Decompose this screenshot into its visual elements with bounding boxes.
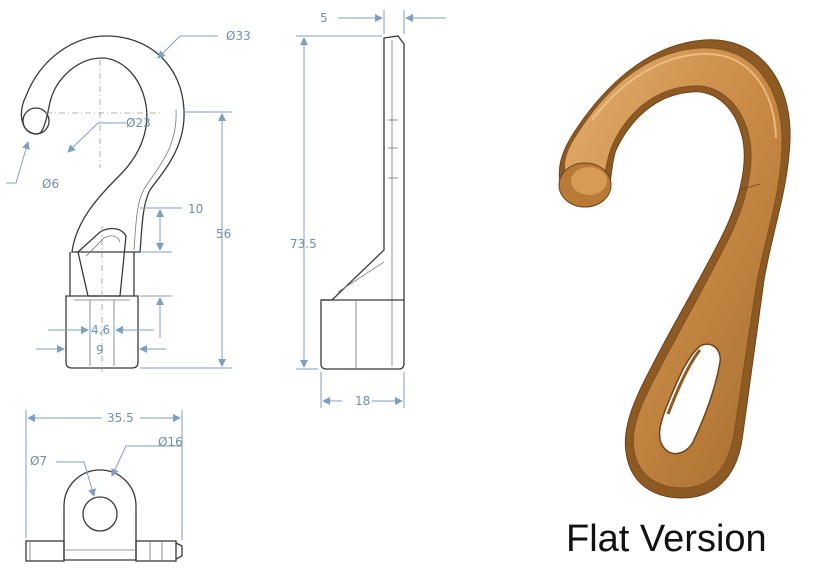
side-dimension-labels: 5 73.5 18	[290, 11, 372, 408]
render-caption: Flat Version	[566, 518, 767, 560]
bottom-boss-outline	[63, 469, 137, 561]
dim-side-base-width: 18	[355, 394, 370, 408]
side-outline	[320, 35, 405, 370]
dim-outer-diameter: Ø33	[226, 29, 251, 43]
front-centerlines	[46, 60, 160, 372]
dim-slot-width: 4.6	[91, 323, 110, 337]
dim-bottom-hole-diameter: Ø7	[30, 454, 47, 468]
front-tip-circle	[22, 107, 50, 135]
dim-base-width: 9	[96, 343, 104, 357]
side-view	[320, 35, 405, 370]
dim-bottom-width: 35.5	[107, 411, 134, 425]
bottom-hole	[82, 496, 118, 532]
hook-3d-render	[558, 39, 791, 499]
dim-tip-diameter: Ø6	[42, 177, 59, 191]
front-dimension-labels: Ø33 Ø23 Ø6 10 56 4.6 9	[42, 29, 251, 357]
bottom-left-tab	[25, 540, 65, 562]
front-dimensions	[6, 35, 232, 369]
render-hook-face	[564, 47, 783, 489]
front-base-block	[65, 252, 139, 369]
front-hook-inner-line	[133, 109, 177, 251]
render-hook-slot	[658, 343, 721, 455]
bottom-view	[25, 469, 183, 562]
dim-bottom-outer-diameter: Ø16	[158, 435, 183, 449]
dim-top-thickness: 5	[320, 11, 328, 25]
front-gusset	[77, 227, 127, 297]
front-hook-outline	[20, 35, 185, 253]
bottom-right-tab	[135, 540, 177, 562]
dim-inner-diameter: Ø23	[126, 116, 151, 130]
bottom-dimensions	[25, 410, 183, 540]
dim-side-height: 73.5	[290, 237, 317, 251]
bottom-dimension-labels: 35.5 Ø16 Ø7	[30, 410, 183, 468]
side-dimensions	[296, 10, 446, 408]
front-view	[20, 35, 185, 369]
dim-gap-height: 10	[188, 202, 203, 216]
dim-front-height: 56	[216, 227, 231, 241]
